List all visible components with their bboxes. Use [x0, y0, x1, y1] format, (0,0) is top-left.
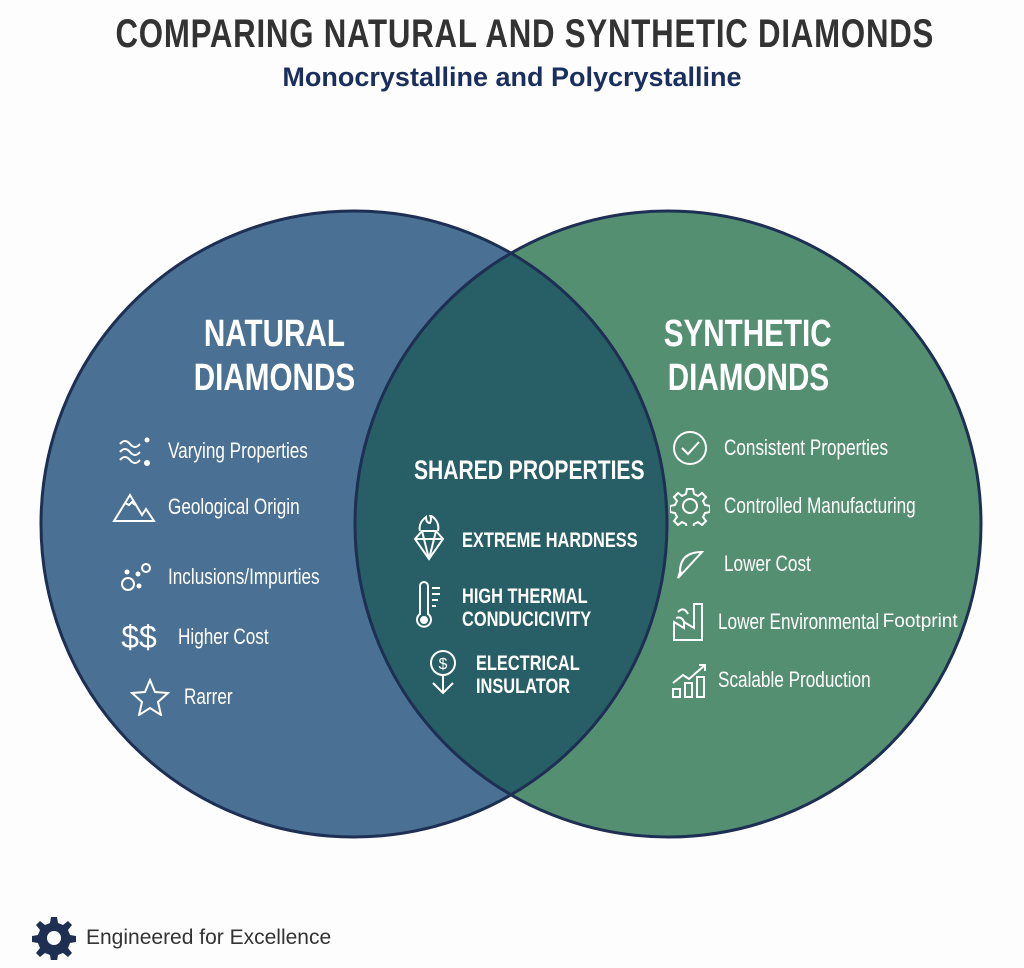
leaf-icon [668, 546, 712, 582]
page-title: COMPARING NATURAL AND SYNTHETIC DIAMONDS [115, 12, 935, 56]
star-icon [128, 678, 172, 716]
footer: Engineered for Excellence [32, 916, 331, 960]
natural-circle-outline [39, 209, 669, 839]
list-item: Lower Cost [668, 546, 970, 582]
list-item: EXTREME HARDNESS [412, 512, 687, 566]
list-item: Controlled Manufacturing [668, 488, 970, 526]
synthetic-heading: SYNTHETIC DIAMONDS [664, 313, 832, 399]
natural-list: Varying Properties Geological Origin Inc… [112, 433, 362, 716]
synthetic-circle-outline [353, 209, 983, 839]
list-item: Varying Properties [112, 433, 362, 469]
diamond-flame-icon [412, 512, 446, 566]
list-item: Lower Environmental Footprint [668, 603, 970, 641]
shared-heading: SHARED PROPERTIES [414, 455, 645, 485]
list-item: Scalable Production [668, 662, 970, 698]
page-subtitle: Monocrystalline and Polycrystalline [282, 62, 742, 92]
check-circle-icon [668, 430, 712, 466]
mountain-icon [112, 489, 156, 525]
overlap-region [355, 211, 667, 837]
growth-chart-icon [668, 662, 712, 698]
footprint-text: Footprint [882, 611, 958, 632]
factory-icon [668, 603, 712, 641]
svg-text:$: $ [439, 656, 448, 673]
natural-heading: NATURAL DIAMONDS [193, 313, 355, 399]
list-item: $$ Higher Cost [112, 619, 362, 655]
dollar-down-icon: $ [428, 649, 458, 700]
bubbles-icon [112, 559, 156, 595]
gear-icon [668, 488, 712, 526]
list-item: Rarrer [128, 678, 362, 716]
thermometer-icon [412, 580, 446, 635]
synthetic-list: Consistent Properties Controlled Manufac… [668, 430, 970, 698]
list-item: Geological Origin [112, 489, 362, 525]
list-item: Consistent Properties [668, 430, 970, 466]
gear-icon [32, 916, 76, 960]
waves-icon [112, 433, 156, 469]
footer-label: Engineered for Excellence [86, 926, 332, 949]
list-item: Inclusions/Impurties [112, 559, 362, 595]
dollar-icon: $$ [121, 618, 157, 655]
